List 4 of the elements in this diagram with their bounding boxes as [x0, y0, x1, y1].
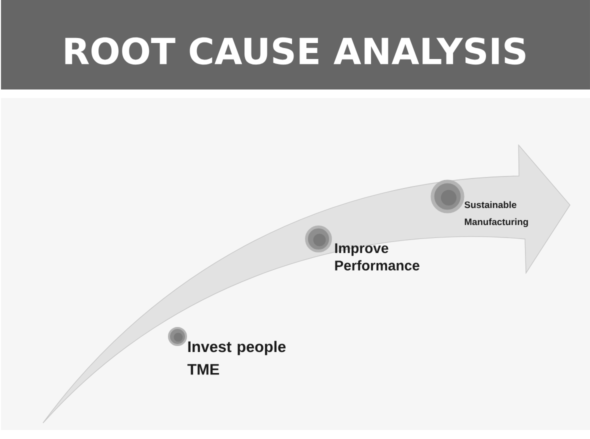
title: ROOT CAUSE ANALYSIS	[65, 37, 526, 65]
node-label: Invest people TME	[187, 340, 286, 375]
node-label: Sustainable Manufacturing	[464, 201, 528, 228]
node-label: Improve Performance	[335, 243, 420, 270]
